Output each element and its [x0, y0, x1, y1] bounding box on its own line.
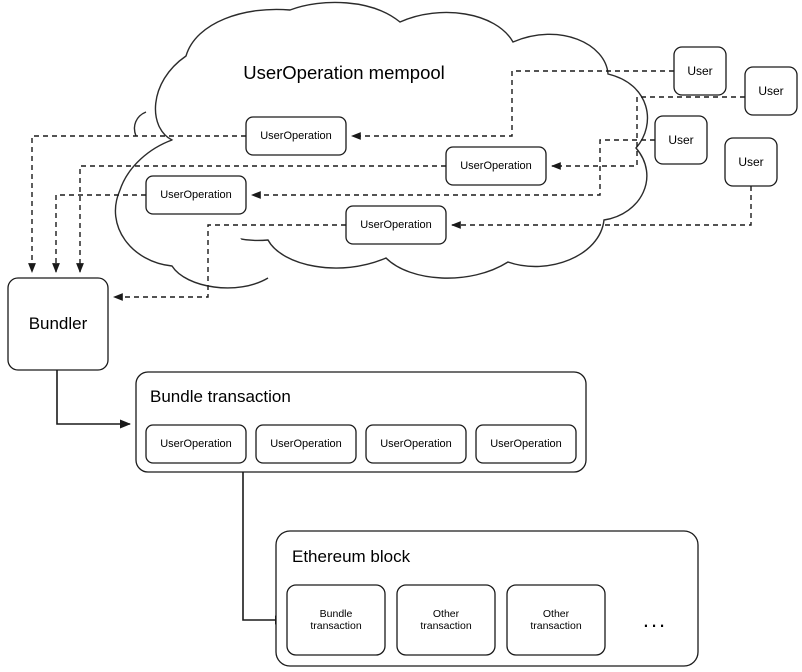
- flow-userop3-to-bundler: [52, 194, 146, 273]
- flow-bundle-transaction-to-ethereum-block: [242, 472, 287, 625]
- flow-user1-to-userop1: [351, 70, 674, 140]
- flow-bundler-to-bundle-transaction: [56, 370, 132, 429]
- bundle-transaction-container[interactable]: [135, 371, 587, 473]
- bundler-box[interactable]: [7, 277, 109, 371]
- flow-user2-to-userop2: [551, 96, 745, 170]
- bundle-userop-box-3[interactable]: [365, 424, 467, 464]
- ethereum-block-overflow-ellipsis: ...: [642, 607, 668, 632]
- mempool-cloud: [114, 1, 649, 289]
- ethereum-transaction-box-1[interactable]: [286, 584, 386, 656]
- user-box-1[interactable]: [673, 46, 727, 96]
- flow-userop2-to-bundler: [76, 165, 446, 273]
- flow-user3-to-userop3: [251, 139, 655, 199]
- mempool-userop-box-4[interactable]: [345, 205, 447, 245]
- user-box-3[interactable]: [654, 115, 708, 165]
- user-box-2[interactable]: [744, 66, 798, 116]
- flow-userop4-to-bundler: [113, 224, 346, 301]
- bundle-userop-box-2[interactable]: [255, 424, 357, 464]
- flow-user4-to-userop4: [451, 186, 752, 229]
- ethereum-transaction-box-3[interactable]: [506, 584, 606, 656]
- ethereum-transaction-box-2[interactable]: [396, 584, 496, 656]
- user-box-4[interactable]: [724, 137, 778, 187]
- mempool-userop-box-1[interactable]: [245, 116, 347, 156]
- bundle-userop-box-4[interactable]: [475, 424, 577, 464]
- mempool-userop-box-3[interactable]: [145, 175, 247, 215]
- mempool-userop-box-2[interactable]: [445, 146, 547, 186]
- bundle-userop-box-1[interactable]: [145, 424, 247, 464]
